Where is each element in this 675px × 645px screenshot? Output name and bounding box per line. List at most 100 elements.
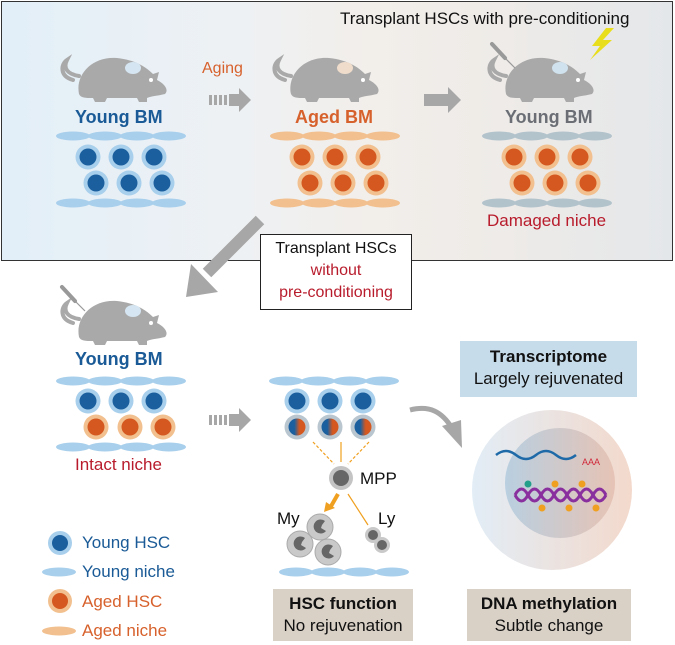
aged-bm-hsc — [293, 148, 311, 166]
myeloid-nucleus — [293, 536, 306, 551]
intact-niche — [120, 376, 154, 386]
methyl-mark — [578, 480, 586, 488]
transplant-result-arrow — [224, 415, 227, 425]
mouse-young — [60, 54, 167, 102]
lymphoid-label: Ly — [378, 509, 396, 528]
legend-young-niche: Young niche — [82, 562, 175, 581]
syringe-icon-needle — [504, 57, 516, 69]
methyl-mark — [524, 480, 532, 488]
intact-aged-hsc — [87, 418, 105, 436]
aging-arrow — [209, 95, 212, 105]
post-aged-hsc — [288, 418, 306, 436]
damaged-bm-niche — [514, 198, 548, 208]
damaged-bm-niche — [546, 131, 580, 141]
aged-bm-niche — [366, 198, 400, 208]
intact-niche-caption: Intact niche — [75, 455, 162, 474]
aged-bm-hsc — [301, 174, 319, 192]
post-aged-hsc — [354, 418, 372, 436]
damaged-bm-hsc — [571, 148, 589, 166]
young-bm-niche — [88, 198, 122, 208]
aging-label: Aging — [202, 60, 243, 77]
transplant-result-arrow-head — [229, 408, 251, 432]
intact-niche — [152, 376, 186, 386]
mouse-recipient — [487, 54, 594, 102]
young-bm-hsc — [120, 174, 138, 192]
legend-young-hsc: Young HSC — [82, 533, 171, 552]
polya-label: AAA — [582, 457, 601, 467]
methyl-mark — [592, 504, 600, 512]
dna-methylation-subtitle: Subtle change — [494, 616, 604, 635]
transplant-result-arrow — [209, 415, 212, 425]
post-young-hsc — [321, 392, 339, 410]
myeloid-nucleus — [313, 519, 326, 534]
intact-niche — [88, 376, 122, 386]
arrow-to-mpp — [312, 441, 335, 465]
young-bm-niche — [120, 198, 154, 208]
aged-bm-niche — [334, 131, 368, 141]
lightning-icon — [590, 28, 614, 60]
mouse-aged — [272, 54, 379, 102]
intact-aged-hsc — [121, 418, 139, 436]
aged-bm-hsc — [326, 148, 344, 166]
panel-title: Transplant HSCs with pre-conditioning — [340, 9, 630, 28]
aged-bm-niche — [270, 198, 304, 208]
legend-aged-niche: Aged niche — [82, 621, 168, 640]
young-bm-niche — [152, 198, 186, 208]
aging-arrow-head — [229, 88, 251, 112]
damaged-bm-hsc — [513, 174, 531, 192]
group-label-recipient: Young BM — [505, 107, 593, 127]
damaged-bm-hsc — [538, 148, 556, 166]
post-aged-hsc — [321, 418, 339, 436]
callout-line2: without — [310, 262, 362, 279]
curved-arrow-head — [442, 420, 462, 448]
damaged-bm-hsc — [546, 174, 564, 192]
callout-line3: pre-conditioning — [279, 284, 393, 301]
hsc-function-subtitle: No rejuvenation — [283, 616, 403, 635]
transplant-result-arrow — [214, 415, 217, 425]
damaged-bm-niche — [546, 198, 580, 208]
aged-bm-hsc — [359, 148, 377, 166]
aging-arrow — [219, 95, 222, 105]
young-niche-icon — [42, 567, 76, 577]
aged-bm-niche — [270, 131, 304, 141]
damaged-bm-niche — [578, 131, 612, 141]
young-bm-niche — [88, 131, 122, 141]
young-bm-hsc — [79, 148, 97, 166]
methyl-mark — [538, 504, 546, 512]
intact-young-hsc — [79, 392, 97, 410]
post-niche — [269, 376, 303, 386]
arrow-to-mpp — [347, 441, 370, 465]
aging-arrow — [214, 95, 217, 105]
transplant-arrow — [424, 87, 461, 113]
cell-nucleus — [505, 428, 615, 538]
aged-bm-niche — [302, 198, 336, 208]
transplant-result-arrow — [219, 415, 222, 425]
methyl-mark — [565, 504, 573, 512]
young-bm-hsc — [153, 174, 171, 192]
recipient-label: Young BM — [75, 349, 163, 369]
damaged-bm-hsc — [579, 174, 597, 192]
mpp-cell — [333, 470, 349, 486]
post-niche — [301, 376, 335, 386]
damaged-niche-caption: Damaged niche — [487, 211, 607, 230]
post-niche — [365, 376, 399, 386]
young-bm-niche — [56, 198, 90, 208]
intact-niche — [56, 376, 90, 386]
diagonal-transplant-arrow — [202, 215, 265, 278]
syringe-icon — [60, 285, 77, 303]
syringe-icon — [490, 42, 507, 60]
dna-helix — [513, 491, 608, 503]
hsc-function-box: HSC function No rejuvenation — [273, 589, 413, 641]
young-bm-niche — [152, 131, 186, 141]
hsc-function-niche — [311, 567, 345, 577]
intact-niche — [56, 442, 90, 452]
intact-aged-hsc — [154, 418, 172, 436]
group-label-young: Young BM — [75, 107, 163, 127]
transcriptome-subtitle: Largely rejuvenated — [473, 369, 624, 388]
young-bm-hsc — [87, 174, 105, 192]
damaged-bm-niche — [482, 131, 516, 141]
intact-niche — [120, 442, 154, 452]
hsc-function-niche — [375, 567, 409, 577]
lymphoid-nucleus — [368, 530, 378, 540]
